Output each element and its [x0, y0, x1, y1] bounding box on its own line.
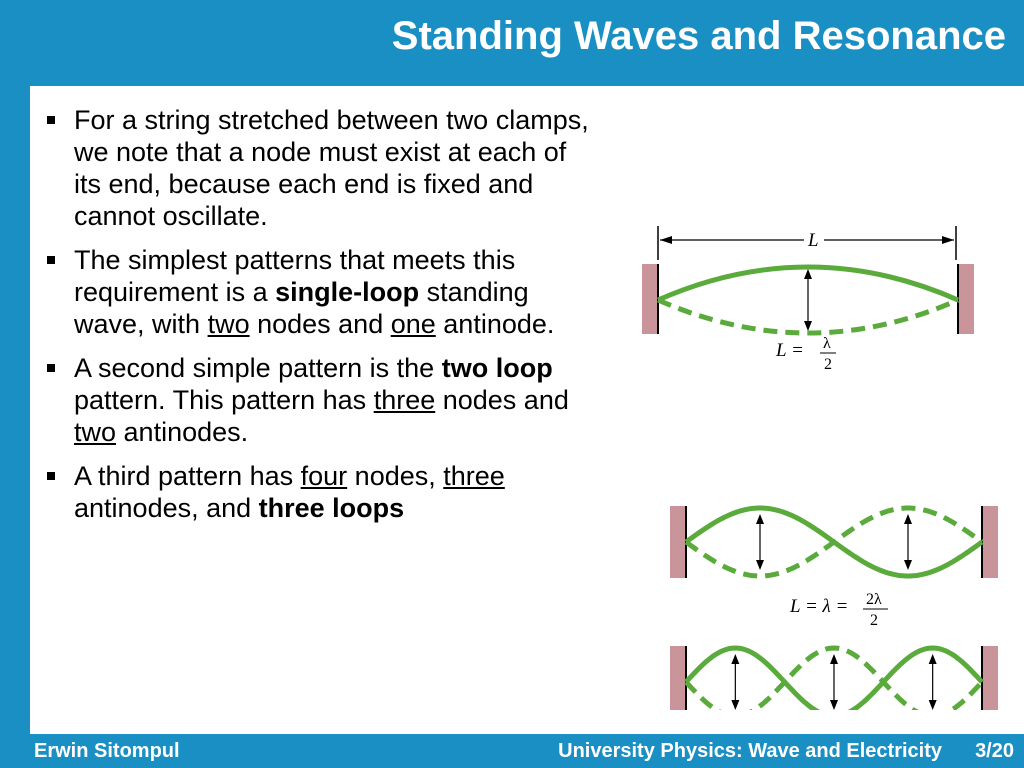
- bullet-square-icon: [47, 256, 55, 264]
- bullet-text: For a string stretched between two clamp…: [74, 105, 589, 231]
- bullet-list: For a string stretched between two clamp…: [44, 104, 594, 536]
- bullet-text: two: [74, 417, 117, 447]
- bullet-square-icon: [47, 472, 55, 480]
- standing-wave-diagram: L L = λ 2 L = λ =2λ2L =3λ2: [642, 226, 998, 710]
- right-clamp: [982, 646, 998, 710]
- footer-author: Erwin Sitompul: [34, 740, 180, 762]
- bullet-text: three: [443, 461, 505, 491]
- bullet-text: The simplest patterns that meets this re…: [74, 245, 516, 307]
- footer: Erwin Sitompul University Physics: Wave …: [0, 734, 1024, 768]
- bullet-text: pattern. This pattern has: [74, 385, 374, 415]
- bullet-text: three loops: [258, 493, 405, 523]
- bullet-square-icon: [47, 116, 55, 124]
- pattern-single-loop: L = λ 2: [642, 264, 974, 373]
- pattern-two-loop-eq-denominator: 2: [870, 612, 878, 629]
- pattern-two-loop-eq-lhs: L = λ =: [789, 596, 848, 617]
- bullet-text: antinodes, and: [74, 493, 259, 523]
- bullet-text: four: [300, 461, 348, 491]
- length-label: L: [807, 230, 819, 251]
- page-number: 3/20: [975, 740, 1014, 762]
- slide-title: Standing Waves and Resonance: [391, 14, 1006, 58]
- bullet-text: antinode.: [435, 309, 555, 339]
- left-clamp: [670, 646, 686, 710]
- left-clamp: [670, 506, 686, 578]
- bullet-text: nodes and: [435, 385, 569, 415]
- bullet-item: A third pattern has four nodes, three an…: [44, 460, 594, 524]
- right-clamp: [982, 506, 998, 578]
- slide-content: For a string stretched between two clamp…: [30, 86, 1024, 734]
- bullet-text: one: [390, 309, 436, 339]
- bullet-text: single-loop: [275, 277, 420, 307]
- footer-course: University Physics: Wave and Electricity: [558, 740, 942, 762]
- eq1-numerator: λ: [823, 335, 831, 352]
- bullet-text: three: [373, 385, 436, 415]
- eq1-lhs: L =: [775, 340, 804, 361]
- title-bar: Standing Waves and Resonance: [0, 0, 1024, 86]
- bullet-item: For a string stretched between two clamp…: [44, 104, 594, 232]
- pattern-three-loop: L =3λ2: [670, 645, 998, 710]
- pattern-two-loop: L = λ = 2λ 2: [670, 505, 998, 629]
- bullet-item: A second simple pattern is the two loop …: [44, 352, 594, 448]
- bullet-text: two loop: [441, 353, 553, 383]
- bullet-square-icon: [47, 364, 55, 372]
- bullet-item: The simplest patterns that meets this re…: [44, 244, 594, 340]
- eq1-denominator: 2: [824, 356, 832, 373]
- bullet-text: A second simple pattern is the: [74, 353, 442, 383]
- length-dimension: L: [657, 226, 957, 260]
- bullet-text: A third pattern has: [74, 461, 301, 491]
- left-clamp: [642, 264, 658, 334]
- bullet-text: two: [207, 309, 250, 339]
- bullet-text: antinodes.: [116, 417, 249, 447]
- right-clamp: [958, 264, 974, 334]
- bullet-text: nodes,: [347, 461, 444, 491]
- bullet-text: standing wave, with: [74, 277, 529, 339]
- pattern-two-loop-eq-numerator: 2λ: [866, 591, 882, 608]
- bullet-text: nodes and: [249, 309, 391, 339]
